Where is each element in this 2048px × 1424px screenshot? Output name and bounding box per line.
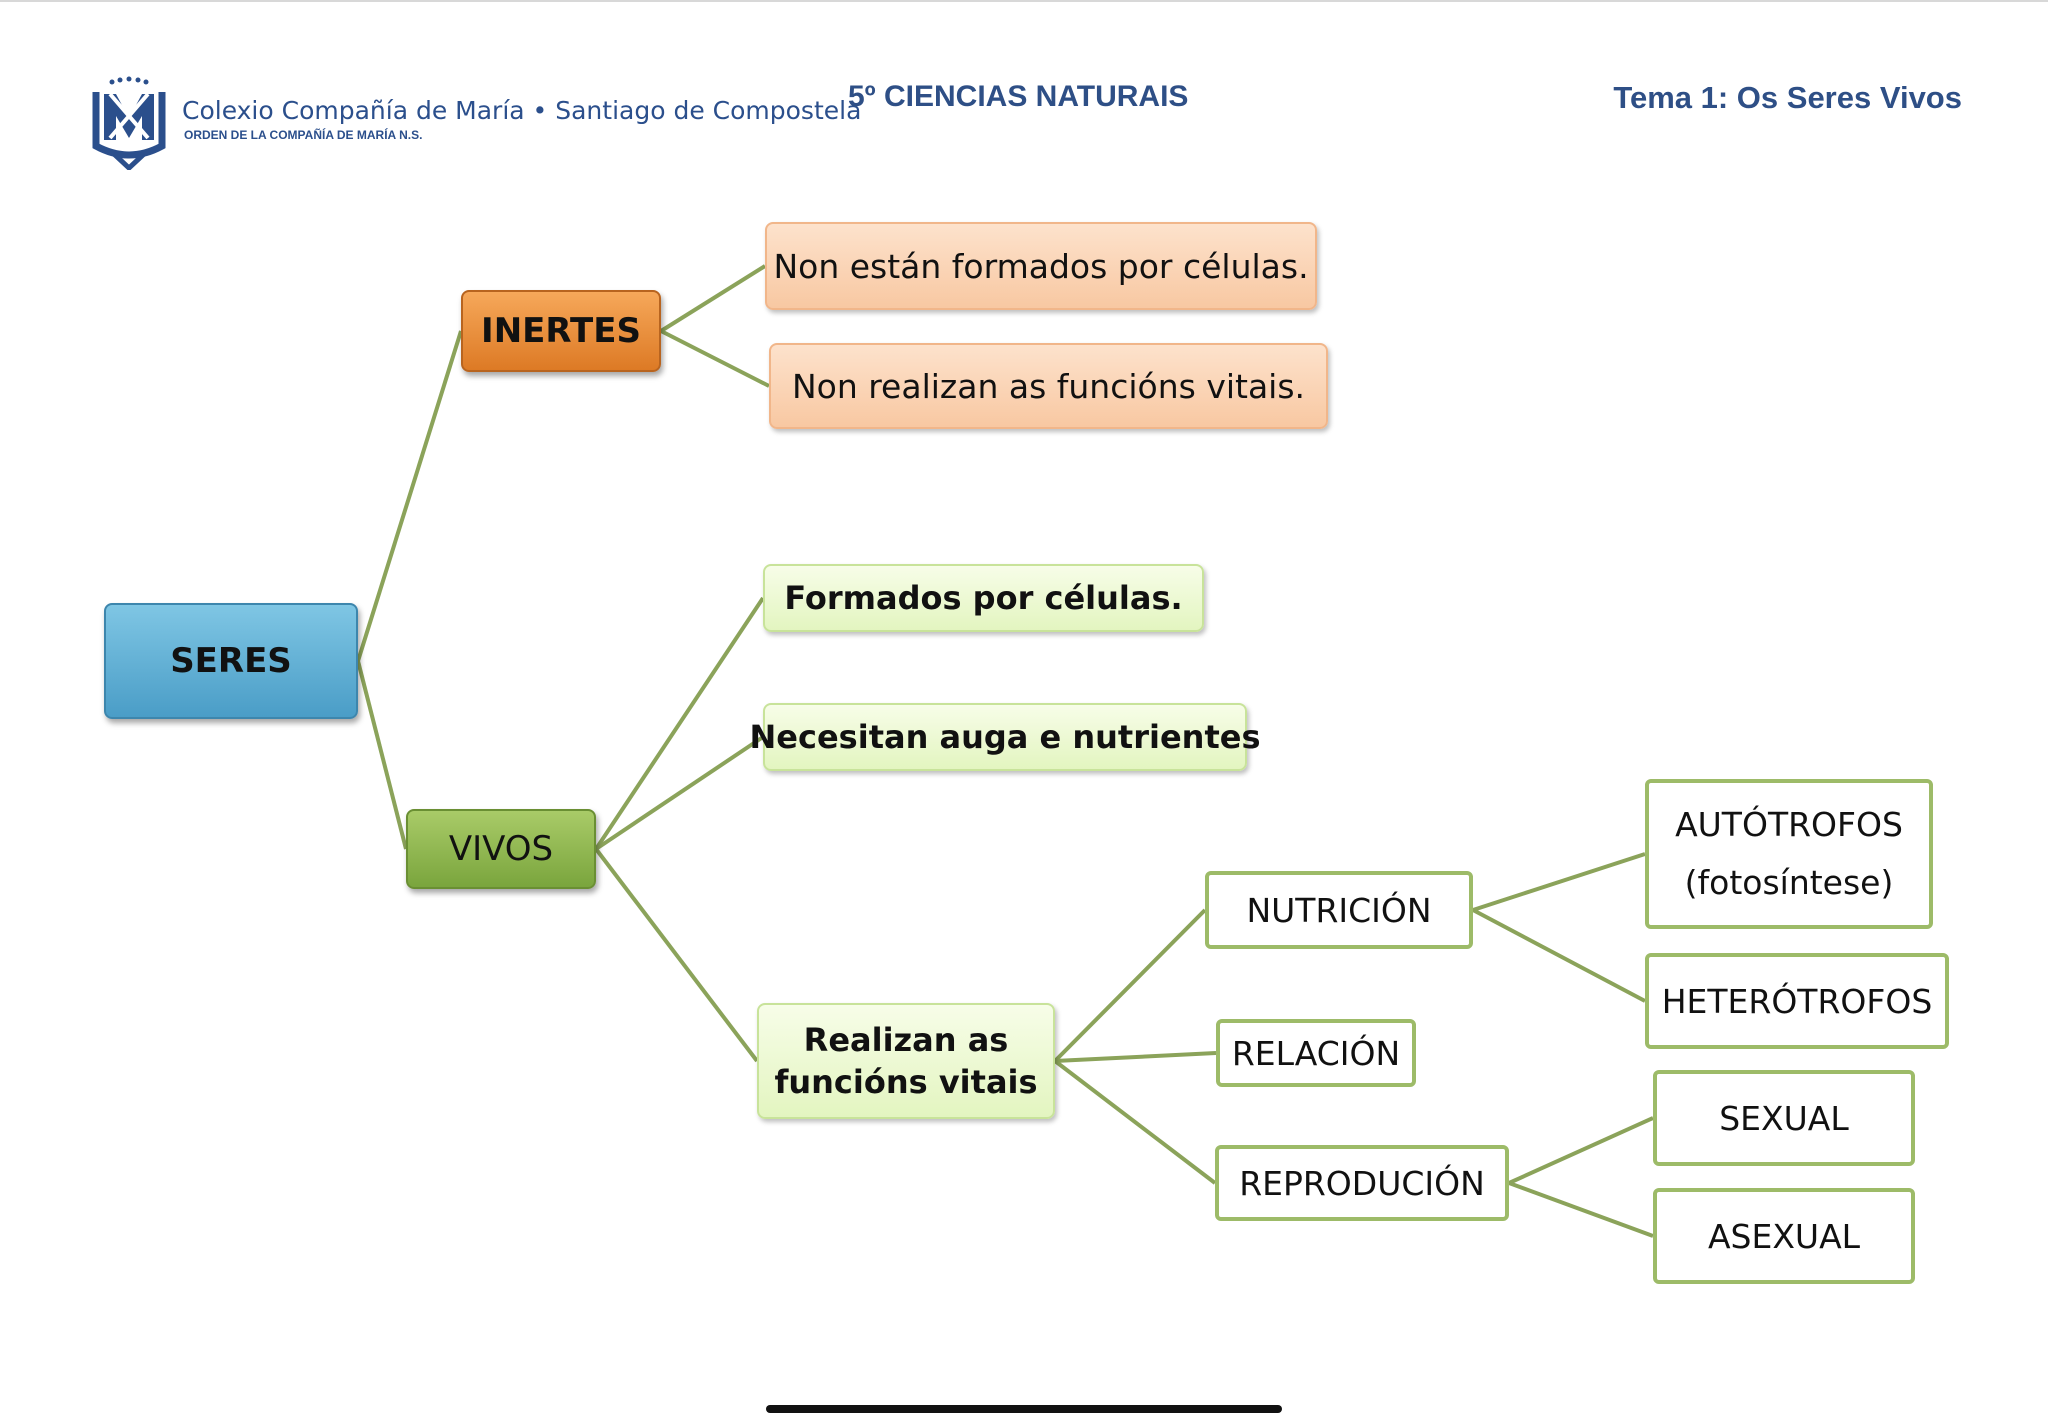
link-functions-nutricion — [1053, 908, 1207, 1063]
link-inertes-item2 — [660, 329, 770, 388]
course-title: 5º CIENCIAS NATURAIS — [848, 80, 1189, 113]
link-vivos-item1 — [594, 596, 765, 851]
school-name: Colexio Compañía de María • Santiago de … — [182, 96, 862, 125]
vital-functions-line2: funcións vitais — [774, 1063, 1038, 1101]
node-nutricion: NUTRICIÓN — [1205, 871, 1473, 949]
link-nutricion-heterotrofos — [1472, 908, 1646, 1003]
link-vivos-functions — [594, 847, 759, 1063]
link-nutricion-autotrofos — [1472, 852, 1646, 912]
topic-title: Tema 1: Os Seres Vivos — [1613, 80, 1962, 115]
node-inertes-no-vital-functions: Non realizan as funcións vitais. — [769, 343, 1328, 429]
node-relacion: RELACIÓN — [1216, 1019, 1416, 1087]
node-seres: SERES — [104, 603, 358, 719]
vital-functions-line1: Realizan as — [803, 1021, 1009, 1059]
top-divider — [0, 0, 2048, 2]
node-vivos-water-nutrients: Necesitan auga e nutrientes — [750, 703, 1261, 771]
node-sexual: SEXUAL — [1653, 1070, 1915, 1166]
node-heterotrofos: HETERÓTROFOS — [1645, 953, 1949, 1049]
autotrofos-line1: AUTÓTROFOS — [1675, 805, 1903, 844]
node-inertes: INERTES — [461, 290, 661, 372]
node-inertes-no-cells: Non están formados por células. — [765, 222, 1317, 310]
home-indicator-bar[interactable] — [766, 1405, 1282, 1413]
link-functions-relacion — [1054, 1051, 1217, 1063]
autotrofos-line2: (fotosíntese) — [1684, 863, 1894, 902]
node-vivos-cells: Formados por células. — [763, 564, 1204, 632]
node-vivos-vital-functions: Realizan as funcións vitais — [757, 1003, 1055, 1119]
link-vivos-item2 — [594, 735, 765, 851]
link-reproducion-sexual — [1508, 1116, 1654, 1185]
node-reproducion: REPRODUCIÓN — [1215, 1145, 1509, 1221]
link-seres-vivos — [356, 660, 408, 850]
link-reproducion-asexual — [1508, 1181, 1654, 1238]
link-seres-inertes — [356, 330, 463, 662]
node-autotrofos: AUTÓTROFOS (fotosíntese) — [1645, 779, 1933, 929]
node-vivos: VIVOS — [406, 809, 596, 889]
link-functions-reproducion — [1053, 1059, 1217, 1185]
node-asexual: ASEXUAL — [1653, 1188, 1915, 1284]
school-logo-icon — [92, 76, 166, 170]
school-subtitle: ORDEN DE LA COMPAÑÍA DE MARÍA N.S. — [184, 128, 423, 142]
link-inertes-item1 — [659, 264, 767, 333]
